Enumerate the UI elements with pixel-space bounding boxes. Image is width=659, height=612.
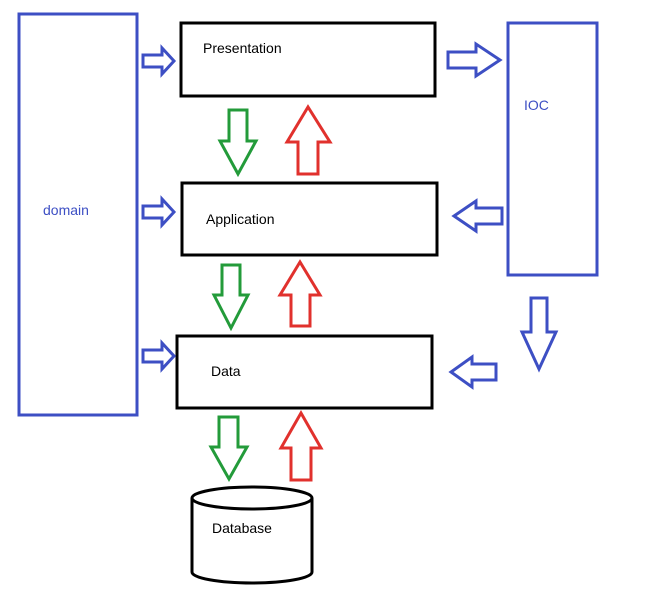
database-cylinder-top [190, 485, 314, 511]
presentation-to-application-arrow [217, 108, 259, 178]
ioc-to-application-arrow [451, 198, 504, 234]
ioc-box [506, 21, 599, 277]
domain-box [17, 12, 139, 417]
database-cylinder-body [190, 498, 314, 585]
presentation-label: Presentation [203, 40, 282, 56]
presentation-to-ioc-arrow [446, 41, 503, 79]
domain-to-data-arrow [141, 339, 177, 373]
ioc-label: IOC [524, 97, 549, 113]
ioc-down-arrow [519, 296, 559, 373]
application-to-presentation-arrow [284, 104, 333, 176]
presentation-box [179, 21, 437, 98]
data-box [175, 334, 434, 410]
database-cylinder [190, 485, 314, 585]
data-to-database-arrow [208, 415, 250, 483]
domain-to-presentation-arrow [141, 44, 177, 78]
ioc-to-data-arrow [448, 354, 498, 390]
domain-label: domain [43, 202, 89, 218]
data-label: Data [211, 363, 241, 379]
database-to-data-arrow [278, 409, 324, 482]
application-to-data-arrow [211, 263, 251, 332]
application-label: Application [206, 211, 275, 227]
application-box [180, 181, 439, 257]
database-label: Database [212, 520, 272, 536]
domain-to-application-arrow [141, 195, 177, 229]
data-to-application-arrow [277, 259, 323, 328]
